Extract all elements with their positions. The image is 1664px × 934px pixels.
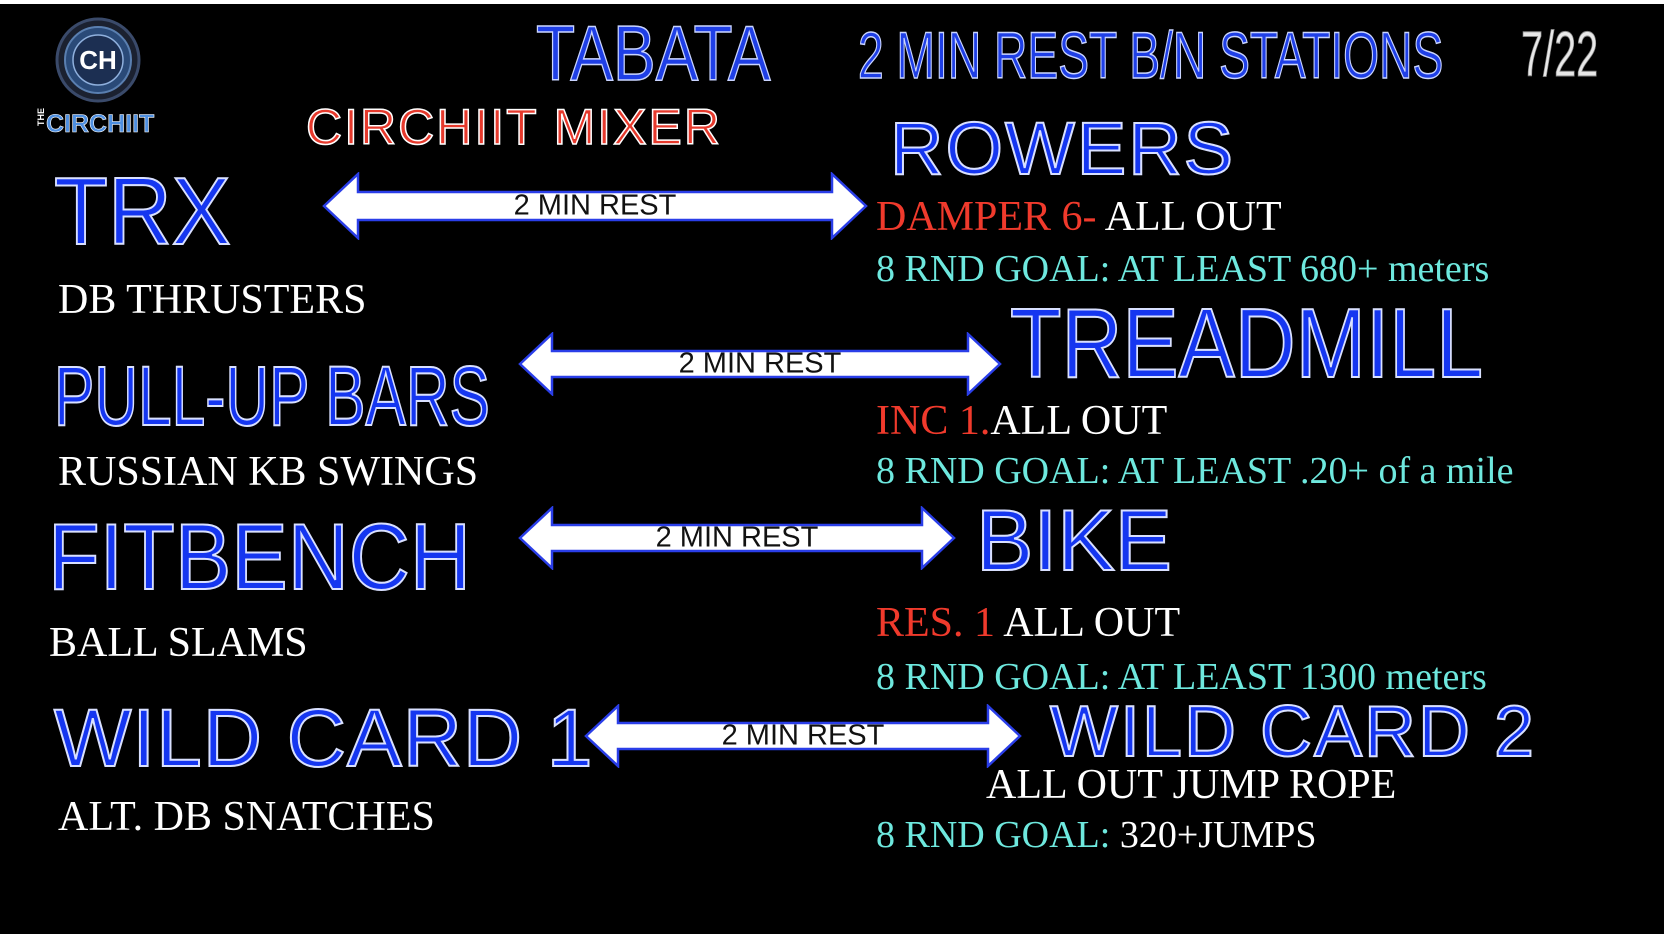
exercise-left-wild-card-1: ALT. DB SNATCHES [58, 794, 435, 840]
logo-emblem-icon: CH THE CIRCHIIT [36, 17, 155, 138]
station-right-treadmill: TREADMILL [1009, 288, 1484, 398]
rowers-goal-label: 8 RND GOAL: [876, 248, 1111, 290]
wild-card-2-goal-label: 8 RND GOAL: [876, 814, 1111, 856]
logo-monogram: CH [79, 45, 117, 75]
logo-brand: CIRCHIIT [46, 110, 154, 136]
bike-goal-line: 8 RND GOAL: AT LEAST 1300 meters [876, 658, 1487, 696]
rest-arrow-1: 2 MIN REST [322, 172, 868, 240]
double-arrow-icon [584, 704, 1022, 768]
bike-setting: RES. 1 [876, 600, 996, 646]
exercise-left-trx: DB THRUSTERS [58, 277, 367, 323]
station-left-pullup-bars: PULL-UP BARS [53, 349, 490, 443]
treadmill-goal-label: 8 RND GOAL: [876, 450, 1111, 492]
double-arrow-icon [322, 172, 868, 240]
rowers-setting: DAMPER 6- [876, 194, 1097, 240]
treadmill-setting-line: INC 1.ALL OUT [876, 400, 1167, 442]
wild-card-2-goal-value: 320+JUMPS [1110, 814, 1317, 856]
rest-arrow-3: 2 MIN REST [518, 506, 956, 570]
page-title: TABATA [535, 9, 771, 97]
rowers-goal-line: 8 RND GOAL: AT LEAST 680+ meters [876, 250, 1489, 288]
date-label: 7/22 [1521, 18, 1599, 90]
rowers-setting-line: DAMPER 6- ALL OUT [876, 196, 1282, 238]
station-left-fitbench: FITBENCH [47, 504, 472, 609]
treadmill-goal-line: 8 RND GOAL: AT LEAST .20+ of a mile [876, 452, 1514, 490]
bike-instruction: ALL OUT [995, 600, 1181, 646]
exercise-left-fitbench: BALL SLAMS [49, 620, 308, 666]
rest-arrow-2: 2 MIN REST [518, 332, 1002, 396]
double-arrow-icon [518, 506, 956, 570]
wild-card-2-goal-line: 8 RND GOAL: 320+JUMPS [876, 816, 1317, 854]
wild-card-2-instruction: ALL OUT JUMP ROPE [986, 762, 1397, 808]
subtitle: CIRCHIIT MIXER [305, 99, 722, 155]
logo-the: THE [36, 108, 46, 126]
station-right-wild-card-2: WILD CARD 2 [1049, 692, 1537, 772]
bike-setting-line: RES. 1 ALL OUT [876, 602, 1180, 644]
station-right-rowers: ROWERS [889, 107, 1235, 190]
treadmill-instruction: ALL OUT [990, 398, 1168, 444]
rest-arrow-label: 2 MIN REST [721, 719, 885, 752]
treadmill-setting: INC 1. [876, 398, 991, 444]
slide: CH THE CIRCHIIT TABATA 2 MIN REST B/N ST… [0, 4, 1664, 934]
station-left-trx: TRX [53, 158, 231, 265]
rest-arrow-4: 2 MIN REST [584, 704, 1022, 768]
rowers-instruction: ALL OUT [1096, 194, 1282, 240]
treadmill-goal-value: AT LEAST .20+ of a mile [1110, 450, 1514, 492]
exercise-left-pullup-bars: RUSSIAN KB SWINGS [58, 449, 479, 495]
rest-arrow-label: 2 MIN REST [655, 521, 819, 554]
rowers-goal-value: AT LEAST 680+ meters [1110, 248, 1490, 290]
bike-goal-value: AT LEAST 1300 meters [1110, 656, 1487, 698]
station-right-bike: BIKE [975, 493, 1173, 589]
rest-arrow-label: 2 MIN REST [678, 347, 842, 380]
rest-arrow-label: 2 MIN REST [513, 189, 677, 222]
circhiit-logo: CH THE CIRCHIIT [32, 16, 172, 138]
double-arrow-icon [518, 332, 1002, 396]
station-left-wild-card-1: WILD CARD 1 [53, 693, 594, 784]
bike-goal-label: 8 RND GOAL: [876, 656, 1111, 698]
rest-note: 2 MIN REST B/N STATIONS [857, 18, 1444, 92]
